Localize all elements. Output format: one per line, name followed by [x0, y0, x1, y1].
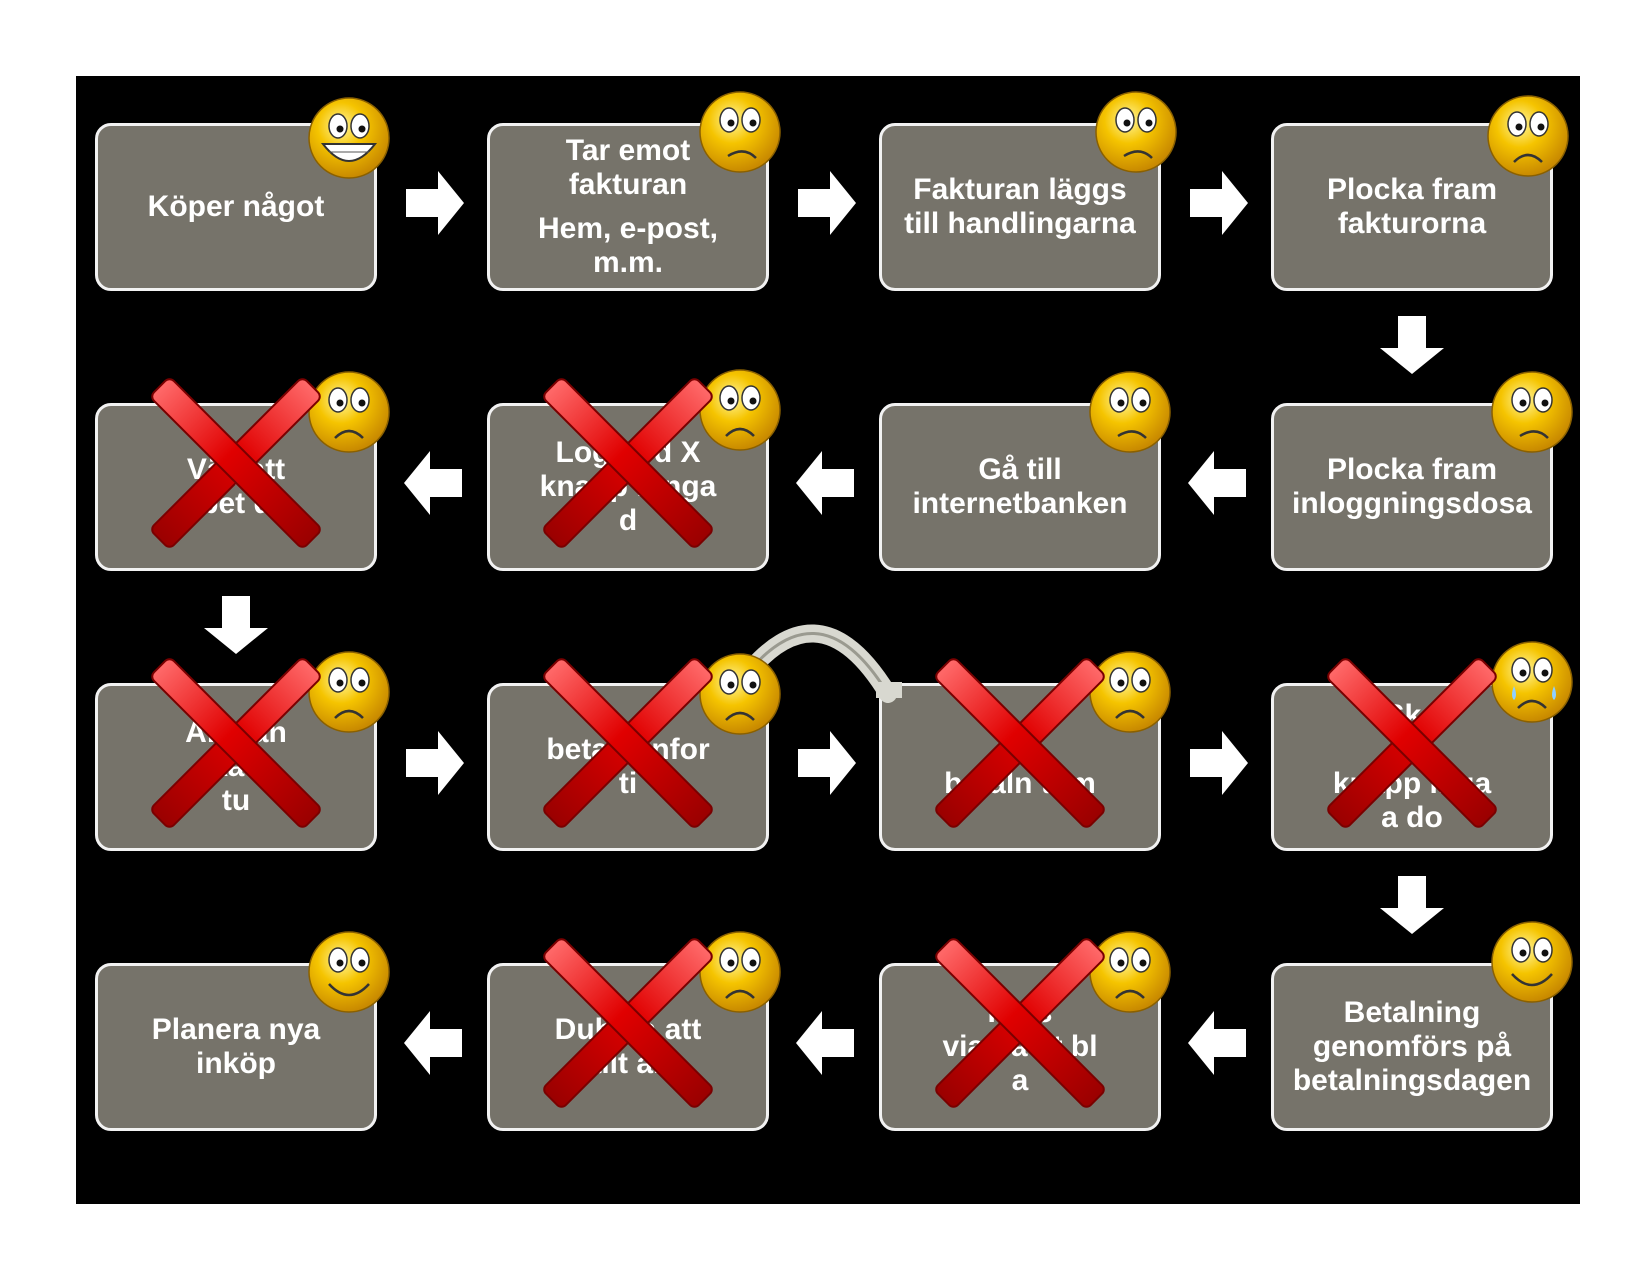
sad-face-icon	[1089, 931, 1171, 1013]
step-text: Betalning	[1343, 996, 1481, 1029]
step-text: Plocka fram	[1326, 173, 1498, 206]
step-text: tu	[221, 784, 251, 817]
step-text: d	[618, 504, 638, 537]
sad-face-icon	[699, 653, 781, 735]
arrow-right-icon	[406, 731, 464, 795]
red-cross-icon	[540, 935, 716, 1111]
worried-face-icon	[1089, 371, 1171, 453]
step-box: Fakturan läggs till handlingarna	[879, 123, 1161, 291]
arrow-down-icon	[1380, 316, 1444, 374]
arrow-left-icon	[1188, 451, 1246, 515]
step-text: a	[1011, 1064, 1029, 1097]
red-cross-icon	[932, 655, 1108, 831]
sad-face-icon	[308, 651, 390, 733]
sad-face-icon	[1487, 95, 1569, 177]
arrow-left-icon	[1188, 1011, 1246, 1075]
sad-face-icon	[308, 371, 390, 453]
worried-face-icon	[1491, 371, 1573, 453]
arrow-down-icon	[204, 596, 268, 654]
red-cross-icon	[540, 375, 716, 551]
worried-face-icon	[1095, 91, 1177, 173]
step-text: Köper något	[147, 190, 325, 223]
step-text: Plocka fram	[1326, 453, 1498, 486]
sad-face-icon	[699, 931, 781, 1013]
step-text: ti	[618, 767, 638, 800]
arrow-right-icon	[798, 731, 856, 795]
arrow-left-icon	[404, 451, 462, 515]
arrow-right-icon	[406, 171, 464, 235]
red-cross-icon	[540, 655, 716, 831]
step-text: internetbanken	[912, 487, 1128, 520]
arrow-right-icon	[1190, 171, 1248, 235]
red-cross-icon	[148, 375, 324, 551]
step-text: fakturorna	[1337, 207, 1487, 240]
step-text: inloggningsdosa	[1292, 487, 1532, 520]
step-text: till handlingarna	[904, 207, 1136, 240]
step-box: Logg ed X knapp ninga d	[487, 403, 769, 571]
step-text: Planera nya	[151, 1013, 321, 1046]
step-text: Gå till	[978, 453, 1062, 486]
arrow-left-icon	[796, 1011, 854, 1075]
step-text: fakturan	[568, 168, 688, 201]
diagram-panel: Köper något Tar emot fakturan Hem, e-pos…	[76, 76, 1580, 1204]
step-text: inköp	[196, 1047, 276, 1080]
arrow-left-icon	[796, 451, 854, 515]
step-text: a do	[1381, 801, 1443, 834]
diagram-overlay	[148, 91, 1573, 1111]
smiling-face-icon	[1491, 921, 1573, 1003]
crying-face-icon	[1491, 641, 1573, 723]
worried-face-icon	[699, 91, 781, 173]
red-cross-icon	[1324, 655, 1500, 831]
step-text: Fakturan läggs	[913, 173, 1127, 206]
arrow-right-icon	[1190, 731, 1248, 795]
step-box: Tar emot fakturan Hem, e-post, m.m.	[487, 123, 769, 291]
step-text: genomförs på	[1312, 1030, 1512, 1063]
sad-face-icon	[699, 369, 781, 451]
smiling-face-icon	[308, 931, 390, 1013]
sad-face-icon	[1089, 651, 1171, 733]
step-text: betalningsdagen	[1292, 1064, 1532, 1097]
red-cross-icon	[148, 655, 324, 831]
laughing-smiley-icon	[308, 97, 390, 179]
arrow-down-icon	[1380, 876, 1444, 934]
step-subtext: m.m.	[592, 246, 664, 279]
arrow-right-icon	[798, 171, 856, 235]
step-text: Tar emot	[565, 134, 691, 167]
red-cross-icon	[932, 935, 1108, 1111]
step-subtext: Hem, e-post,	[537, 212, 719, 245]
arrow-left-icon	[404, 1011, 462, 1075]
